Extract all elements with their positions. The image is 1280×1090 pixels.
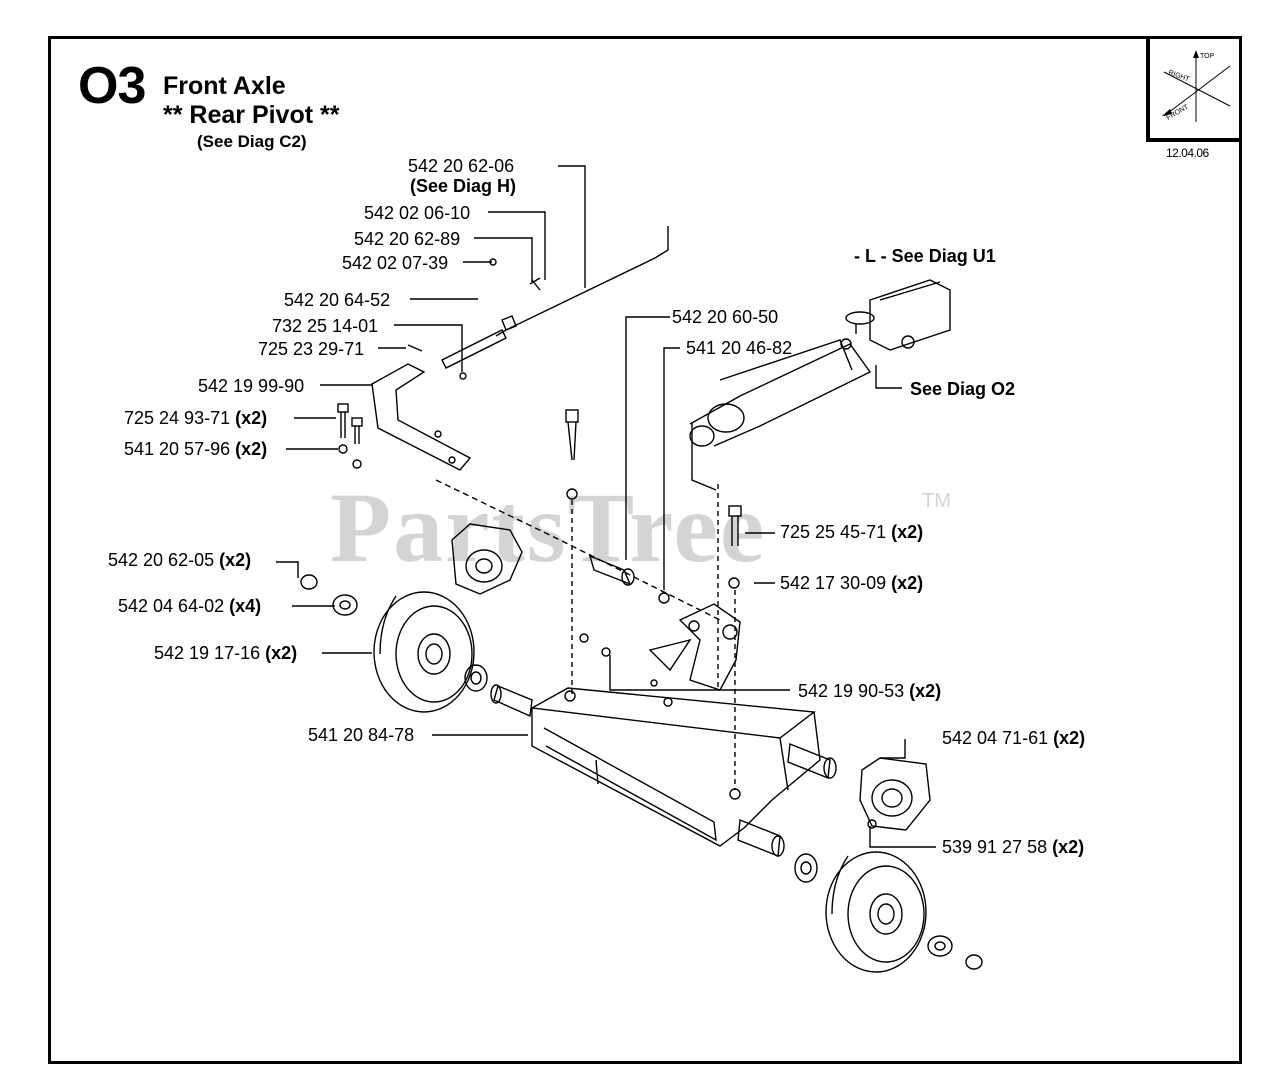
part-label-541-20-46-82: 541 20 46-82 <box>686 338 793 358</box>
part-label-542-02-06-10: 542 02 06-10 <box>364 203 471 223</box>
part-label-542-20-60-50: 542 20 60-50 <box>672 307 779 327</box>
watermark: PartsTree <box>330 472 767 583</box>
part-label-542-19-17-16: 542 19 17-16 (x2) <box>154 643 297 664</box>
section-subtitle: ** Rear Pivot ** <box>163 101 340 129</box>
revision-date: 12.04.06 <box>1166 146 1209 160</box>
part-number: 542 04 71-61 <box>942 728 1049 748</box>
ref-see-diag-u1: - L - See Diag U1 <box>854 246 996 266</box>
part-number: 725 25 45-71 <box>780 522 887 542</box>
part-label-542-17-30-09: 542 17 30-09 (x2) <box>780 573 923 594</box>
part-number: 542 20 62-05 <box>108 550 215 570</box>
part-number: 725 24 93-71 <box>124 408 231 428</box>
part-number: 542 04 64-02 <box>118 596 225 616</box>
part-number: 541 20 57-96 <box>124 439 231 459</box>
part-number: 542 19 17-16 <box>154 643 261 663</box>
compass-top-label: TOP <box>1200 53 1215 60</box>
part-quantity: (x4) <box>229 596 262 616</box>
part-label-539-91-27-58: 539 91 27 58 (x2) <box>942 837 1084 858</box>
compass-icon: TOP RIGHT FRONT <box>1162 50 1231 122</box>
part-label-542-02-07-39: 542 02 07-39 <box>342 253 449 273</box>
part-quantity: (x2) <box>265 643 298 663</box>
part-label-542-20-62-06: 542 20 62-06 <box>408 156 515 176</box>
part-label-542-19-90-53: 542 19 90-53 (x2) <box>798 681 941 702</box>
part-quantity: (x2) <box>1053 728 1086 748</box>
part-number: 539 91 27 58 <box>942 837 1048 857</box>
part-label-541-20-84-78: 541 20 84-78 <box>308 725 415 745</box>
part-quantity: (x2) <box>891 573 924 593</box>
part-label-541-20-57-96: 541 20 57-96 (x2) <box>124 439 267 460</box>
part-label-542-19-99-90: 542 19 99-90 <box>198 376 305 396</box>
section-title: Front Axle <box>163 72 286 100</box>
part-label-542-20-62-89: 542 20 62-89 <box>354 229 461 249</box>
part-quantity: (x2) <box>219 550 252 570</box>
part-quantity: (x2) <box>1052 837 1085 857</box>
ref-see-diag-o2: See Diag O2 <box>910 379 1016 399</box>
part-quantity: (x2) <box>235 439 268 459</box>
section-number: O3 <box>78 57 146 115</box>
part-number: 542 17 30-09 <box>780 573 887 593</box>
part-label-542-04-64-02: 542 04 64-02 (x4) <box>118 596 261 617</box>
section-note: (See Diag C2) <box>197 132 307 151</box>
watermark-tm: TM <box>922 490 951 512</box>
part-label-725-24-93-71: 725 24 93-71 (x2) <box>124 408 267 429</box>
part-label-542-20-64-52: 542 20 64-52 <box>284 290 391 310</box>
part-ref-see-diag-h: (See Diag H) <box>410 176 517 196</box>
part-quantity: (x2) <box>909 681 942 701</box>
part-number: 542 19 90-53 <box>798 681 905 701</box>
part-quantity: (x2) <box>235 408 268 428</box>
part-label-542-20-62-05: 542 20 62-05 (x2) <box>108 550 251 571</box>
part-label-732-25-14-01: 732 25 14-01 <box>272 316 379 336</box>
part-label-725-25-45-71: 725 25 45-71 (x2) <box>780 522 923 543</box>
diagram-frame <box>48 36 1242 1064</box>
orientation-compass: TOP RIGHT FRONT <box>1146 36 1242 142</box>
part-label-725-23-29-71: 725 23 29-71 <box>258 339 365 359</box>
part-label-542-04-71-61: 542 04 71-61 (x2) <box>942 728 1085 749</box>
part-quantity: (x2) <box>891 522 924 542</box>
